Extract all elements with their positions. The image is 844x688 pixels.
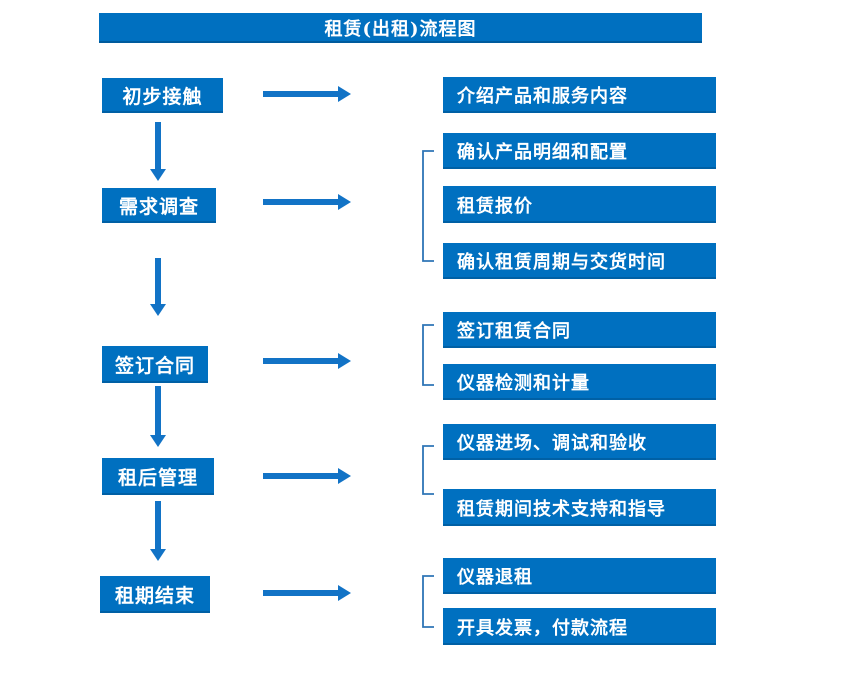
title-bar: 租赁(出租)流程图 xyxy=(99,13,702,43)
output-box-2-3: 确认租赁周期与交货时间 xyxy=(443,243,716,279)
arrow-down-3 xyxy=(150,386,166,447)
arrow-right-5 xyxy=(263,585,351,601)
output-box-1-1: 介绍产品和服务内容 xyxy=(443,77,716,113)
output-box-5-1: 仪器退租 xyxy=(443,558,716,594)
page-title: 租赁(出租)流程图 xyxy=(324,19,477,40)
output-box-2-1: 确认产品明细和配置 xyxy=(443,133,716,169)
output-box-4-1: 仪器进场、调试和验收 xyxy=(443,424,716,460)
step-box-initial-contact: 初步接触 xyxy=(102,78,223,113)
output-box-3-2: 仪器检测和计量 xyxy=(443,364,716,400)
output-box-2-2: 租赁报价 xyxy=(443,186,716,223)
arrow-right-3 xyxy=(263,353,351,369)
bracket-group-3 xyxy=(422,324,434,386)
bracket-group-5 xyxy=(422,575,434,628)
arrow-down-2 xyxy=(150,258,166,316)
arrow-down-1 xyxy=(150,122,166,181)
arrow-right-1 xyxy=(263,86,351,102)
arrow-down-4 xyxy=(150,501,166,561)
output-box-4-2: 租赁期间技术支持和指导 xyxy=(443,489,716,526)
arrow-right-4 xyxy=(263,468,351,484)
bracket-group-2 xyxy=(422,150,434,262)
step-box-sign-contract: 签订合同 xyxy=(102,346,208,383)
step-box-demand-survey: 需求调查 xyxy=(102,188,216,223)
bracket-group-4 xyxy=(422,445,434,495)
step-box-lease-end: 租期结束 xyxy=(100,576,210,613)
arrow-right-2 xyxy=(263,194,351,210)
output-box-5-2: 开具发票，付款流程 xyxy=(443,608,716,645)
output-box-3-1: 签订租赁合同 xyxy=(443,312,716,348)
step-box-post-rental-management: 租后管理 xyxy=(102,458,214,495)
